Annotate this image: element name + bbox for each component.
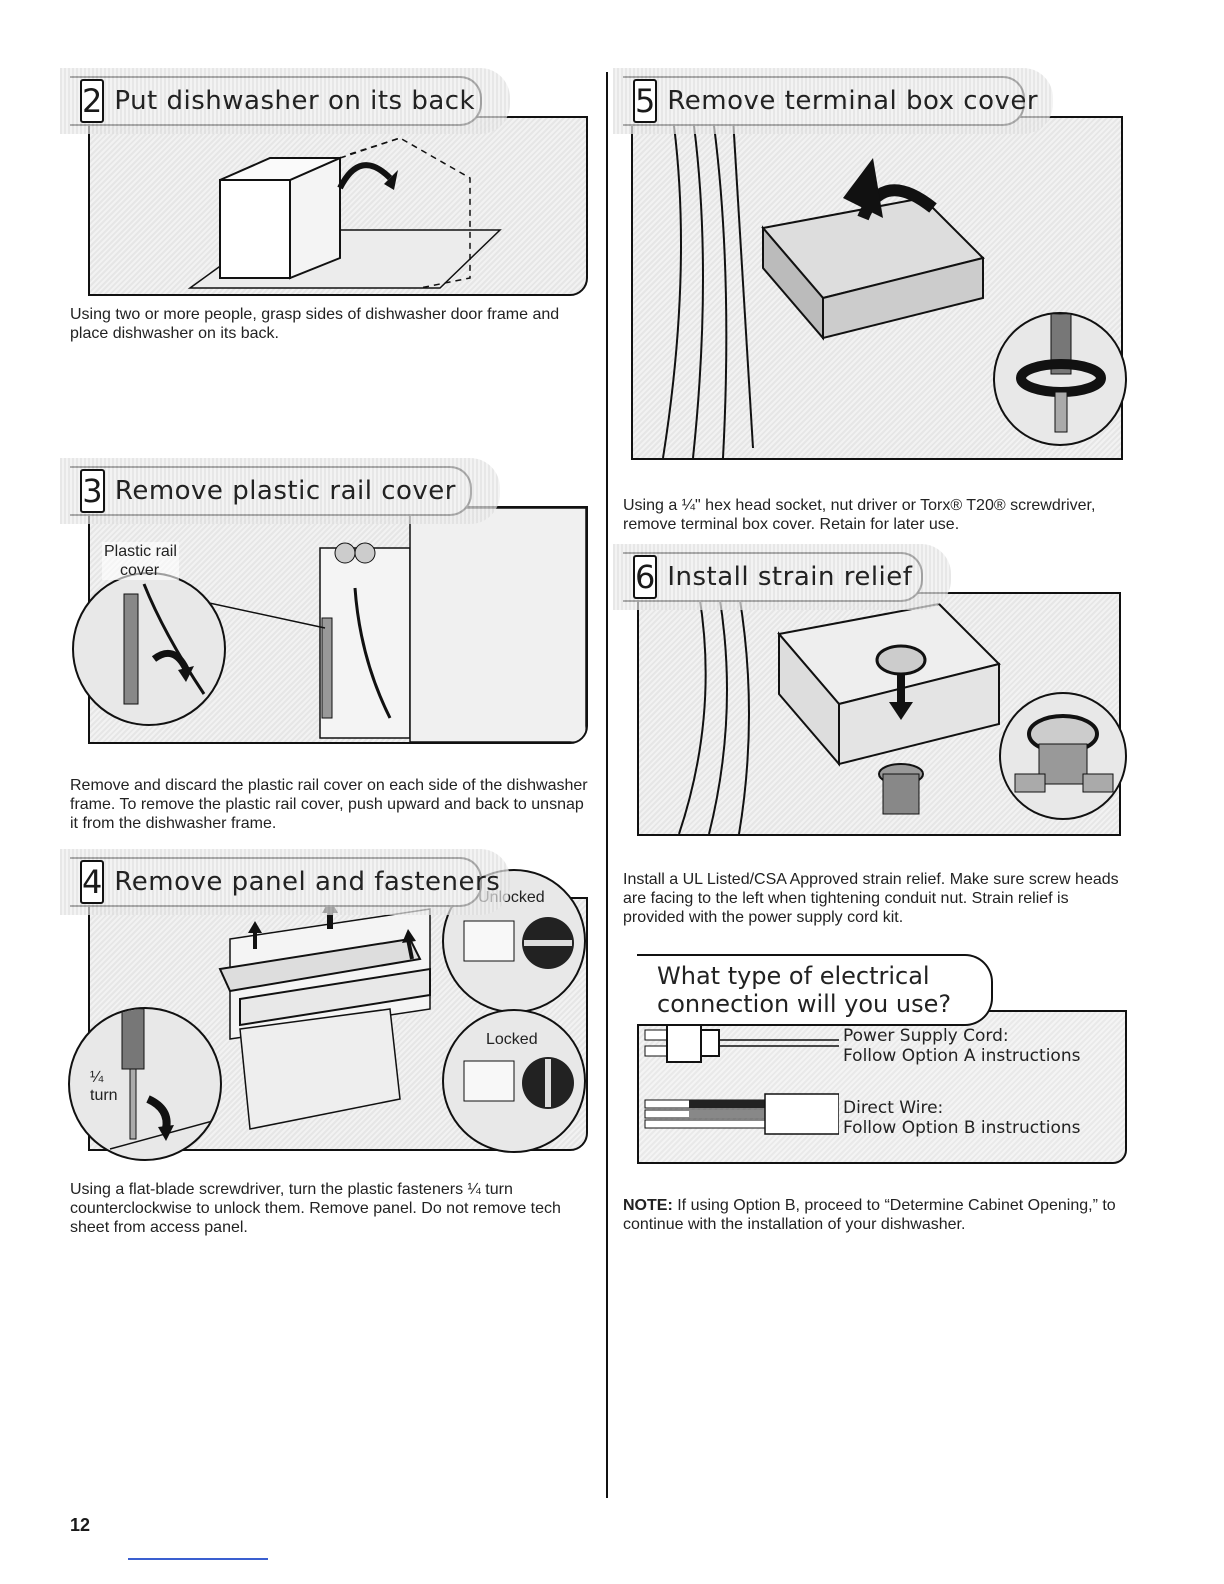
- step-2: 2 Put dishwasher on its back: [60, 68, 590, 296]
- step-6-title: Install strain relief: [667, 562, 913, 592]
- terminal-box-illustration: [662, 118, 985, 458]
- electrical-options-box: Power Supply Cord: Follow Option A instr…: [637, 1010, 1127, 1164]
- step-6-header: 6 Install strain relief: [613, 544, 951, 610]
- step-3-title: Remove plastic rail cover: [114, 476, 456, 506]
- step-2-header: 2 Put dishwasher on its back: [60, 68, 510, 134]
- step-5-illustration: [631, 116, 1123, 460]
- step-5-title: Remove terminal box cover: [667, 86, 1039, 116]
- unlocked-callout: [442, 869, 586, 1013]
- note-text: If using Option B, proceed to “Determine…: [623, 1197, 1116, 1233]
- step-6-caption: Install a UL Listed/CSA Approved strain …: [623, 871, 1119, 926]
- step-4-caption: Using a flat-blade screwdriver, turn the…: [70, 1181, 561, 1236]
- step-3-number: 3: [80, 469, 105, 513]
- step-3-zoom-callout: [72, 572, 226, 726]
- plastic-rail-cover-label: Plastic rail cover: [102, 542, 179, 580]
- step-5: 5 Remove terminal box cover: [613, 68, 1128, 476]
- step-3: Plastic rail cover 3 Remove plastic rail…: [60, 458, 590, 746]
- dishwasher-on-back-illustration: [187, 137, 502, 289]
- step-5-number: 5: [633, 79, 658, 123]
- screwdriver-turn-illustration: [109, 1009, 220, 1150]
- step-3-header: 3 Remove plastic rail cover: [60, 458, 500, 524]
- question-line-1: What type of electrical: [657, 962, 930, 990]
- direct-wire-icon: [644, 1093, 839, 1135]
- step-5-header: 5 Remove terminal box cover: [613, 68, 1053, 134]
- locked-callout: [442, 1009, 586, 1153]
- option-a-instructions: Follow Option A instructions: [843, 1046, 1081, 1066]
- rail-cover-zoom-illustration: [123, 583, 206, 705]
- option-a-title: Power Supply Cord:: [843, 1026, 1009, 1046]
- label-line-1: Plastic rail: [104, 543, 177, 560]
- locked-fastener-illustration: [463, 1057, 574, 1109]
- strain-relief-zoom-illustration: [1014, 714, 1114, 793]
- strain-relief-illustration: [678, 594, 1001, 834]
- option-a-text: Power Supply Cord: Follow Option A instr…: [843, 1026, 1080, 1066]
- footer-rule: [128, 1558, 268, 1560]
- question-line-2: connection will you use?: [657, 990, 952, 1018]
- turn-label: turn: [90, 1087, 118, 1104]
- locked-label: Locked: [486, 1031, 538, 1048]
- step-6: 6 Install strain relief: [613, 544, 1128, 842]
- step-4-number: 4: [80, 860, 105, 904]
- step-6-number: 6: [633, 555, 658, 599]
- quarter-turn-label: ¼ turn: [88, 1069, 120, 1105]
- step-5-caption: Using a ¼" hex head socket, nut driver o…: [623, 497, 1096, 533]
- option-b-title: Direct Wire:: [843, 1098, 944, 1118]
- screw-turn-illustration: [1016, 314, 1106, 433]
- electrical-connection-panel: Power Supply Cord: Follow Option A instr…: [623, 948, 1128, 1164]
- step-4: ¼ turn Unlocked Locked 4 Remove panel an…: [60, 849, 590, 1169]
- step-2-illustration: [88, 116, 588, 296]
- step-2-title: Put dishwasher on its back: [114, 86, 476, 116]
- step-6-zoom-callout: [999, 692, 1127, 820]
- quarter-label: ¼: [90, 1069, 104, 1086]
- page-number: 12: [70, 1515, 91, 1535]
- electrical-question-title: What type of electrical connection will …: [637, 954, 994, 1026]
- label-line-2: cover: [120, 562, 160, 579]
- step-3-illustration: [88, 506, 588, 744]
- connection-icons: [644, 1023, 839, 1135]
- step-2-number: 2: [80, 79, 105, 123]
- power-cord-icon: [644, 1023, 839, 1063]
- option-b-instructions: Follow Option B instructions: [843, 1118, 1081, 1138]
- rail-cover-illustration: [139, 508, 586, 742]
- panel-fasteners-illustration: [218, 899, 431, 1130]
- step-2-caption: Using two or more people, grasp sides of…: [70, 306, 560, 342]
- step-5-zoom-callout: [993, 312, 1127, 446]
- step-4-header: 4 Remove panel and fasteners: [60, 849, 510, 915]
- step-4-title: Remove panel and fasteners: [114, 867, 501, 897]
- note-label: NOTE:: [623, 1197, 673, 1214]
- step-3-caption: Remove and discard the plastic rail cove…: [70, 777, 588, 832]
- unlocked-fastener-illustration: [463, 917, 574, 969]
- quarter-turn-callout: [68, 1007, 222, 1161]
- note-paragraph: NOTE: If using Option B, proceed to “Det…: [623, 1196, 1128, 1234]
- option-b-text: Direct Wire: Follow Option B instruction…: [843, 1098, 1081, 1138]
- column-divider: [606, 72, 608, 1498]
